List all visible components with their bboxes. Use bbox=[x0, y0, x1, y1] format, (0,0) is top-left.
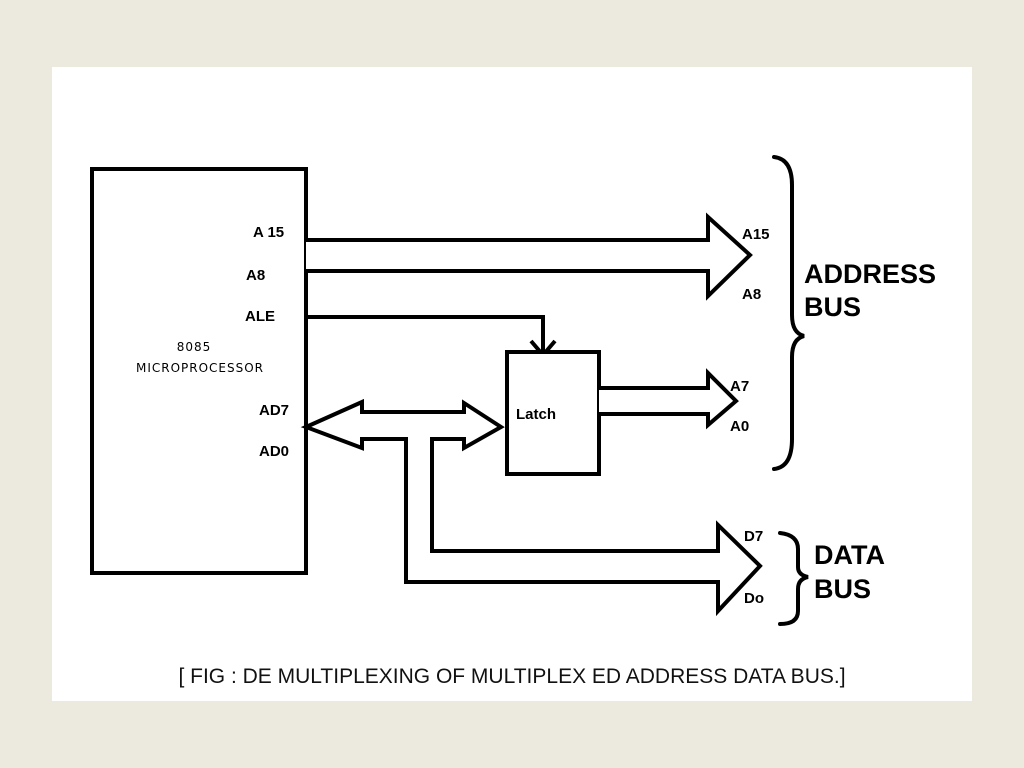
output-label-d7: D7 bbox=[744, 528, 763, 545]
data-bus-label-line1: DATA bbox=[814, 540, 885, 570]
low-address-bus-arrow bbox=[599, 368, 739, 430]
output-label-d0: Do bbox=[744, 590, 764, 607]
high-address-bus-arrow bbox=[306, 212, 753, 301]
output-label-a8: A8 bbox=[742, 286, 761, 303]
output-label-a0: A0 bbox=[730, 418, 749, 435]
demultiplexing-diagram: 8085 MICROPROCESSOR A 15 A8 ALE AD7 AD0 … bbox=[90, 155, 936, 626]
latch-label: Latch bbox=[516, 406, 556, 423]
microprocessor-block bbox=[90, 167, 308, 575]
latch-block bbox=[505, 350, 601, 476]
pin-label-a15: A 15 bbox=[253, 224, 284, 241]
pin-label-a8: A8 bbox=[246, 267, 265, 284]
output-label-a7: A7 bbox=[730, 378, 749, 395]
pin-label-ad7: AD7 bbox=[259, 402, 289, 419]
address-bus-brace bbox=[772, 155, 805, 471]
microprocessor-name-line1: 8085 bbox=[177, 340, 212, 354]
multiplexed-ad-bus-arrow bbox=[300, 398, 763, 617]
address-bus-label-line1: ADDRESS bbox=[804, 259, 936, 289]
data-bus-label-line2: BUS bbox=[814, 574, 871, 604]
microprocessor-name-line2: MICROPROCESSOR bbox=[136, 361, 264, 375]
data-bus-brace bbox=[778, 531, 809, 626]
slide-canvas: 8085 MICROPROCESSOR A 15 A8 ALE AD7 AD0 … bbox=[52, 67, 972, 701]
pin-label-ale: ALE bbox=[245, 308, 275, 325]
address-bus-label-line2: BUS bbox=[804, 292, 861, 322]
output-label-a15: A15 bbox=[742, 226, 770, 243]
ale-signal-line bbox=[306, 315, 545, 354]
figure-caption: [ FIG : DE MULTIPLEXING OF MULTIPLEX ED … bbox=[178, 665, 846, 688]
pin-label-ad0: AD0 bbox=[259, 443, 289, 460]
